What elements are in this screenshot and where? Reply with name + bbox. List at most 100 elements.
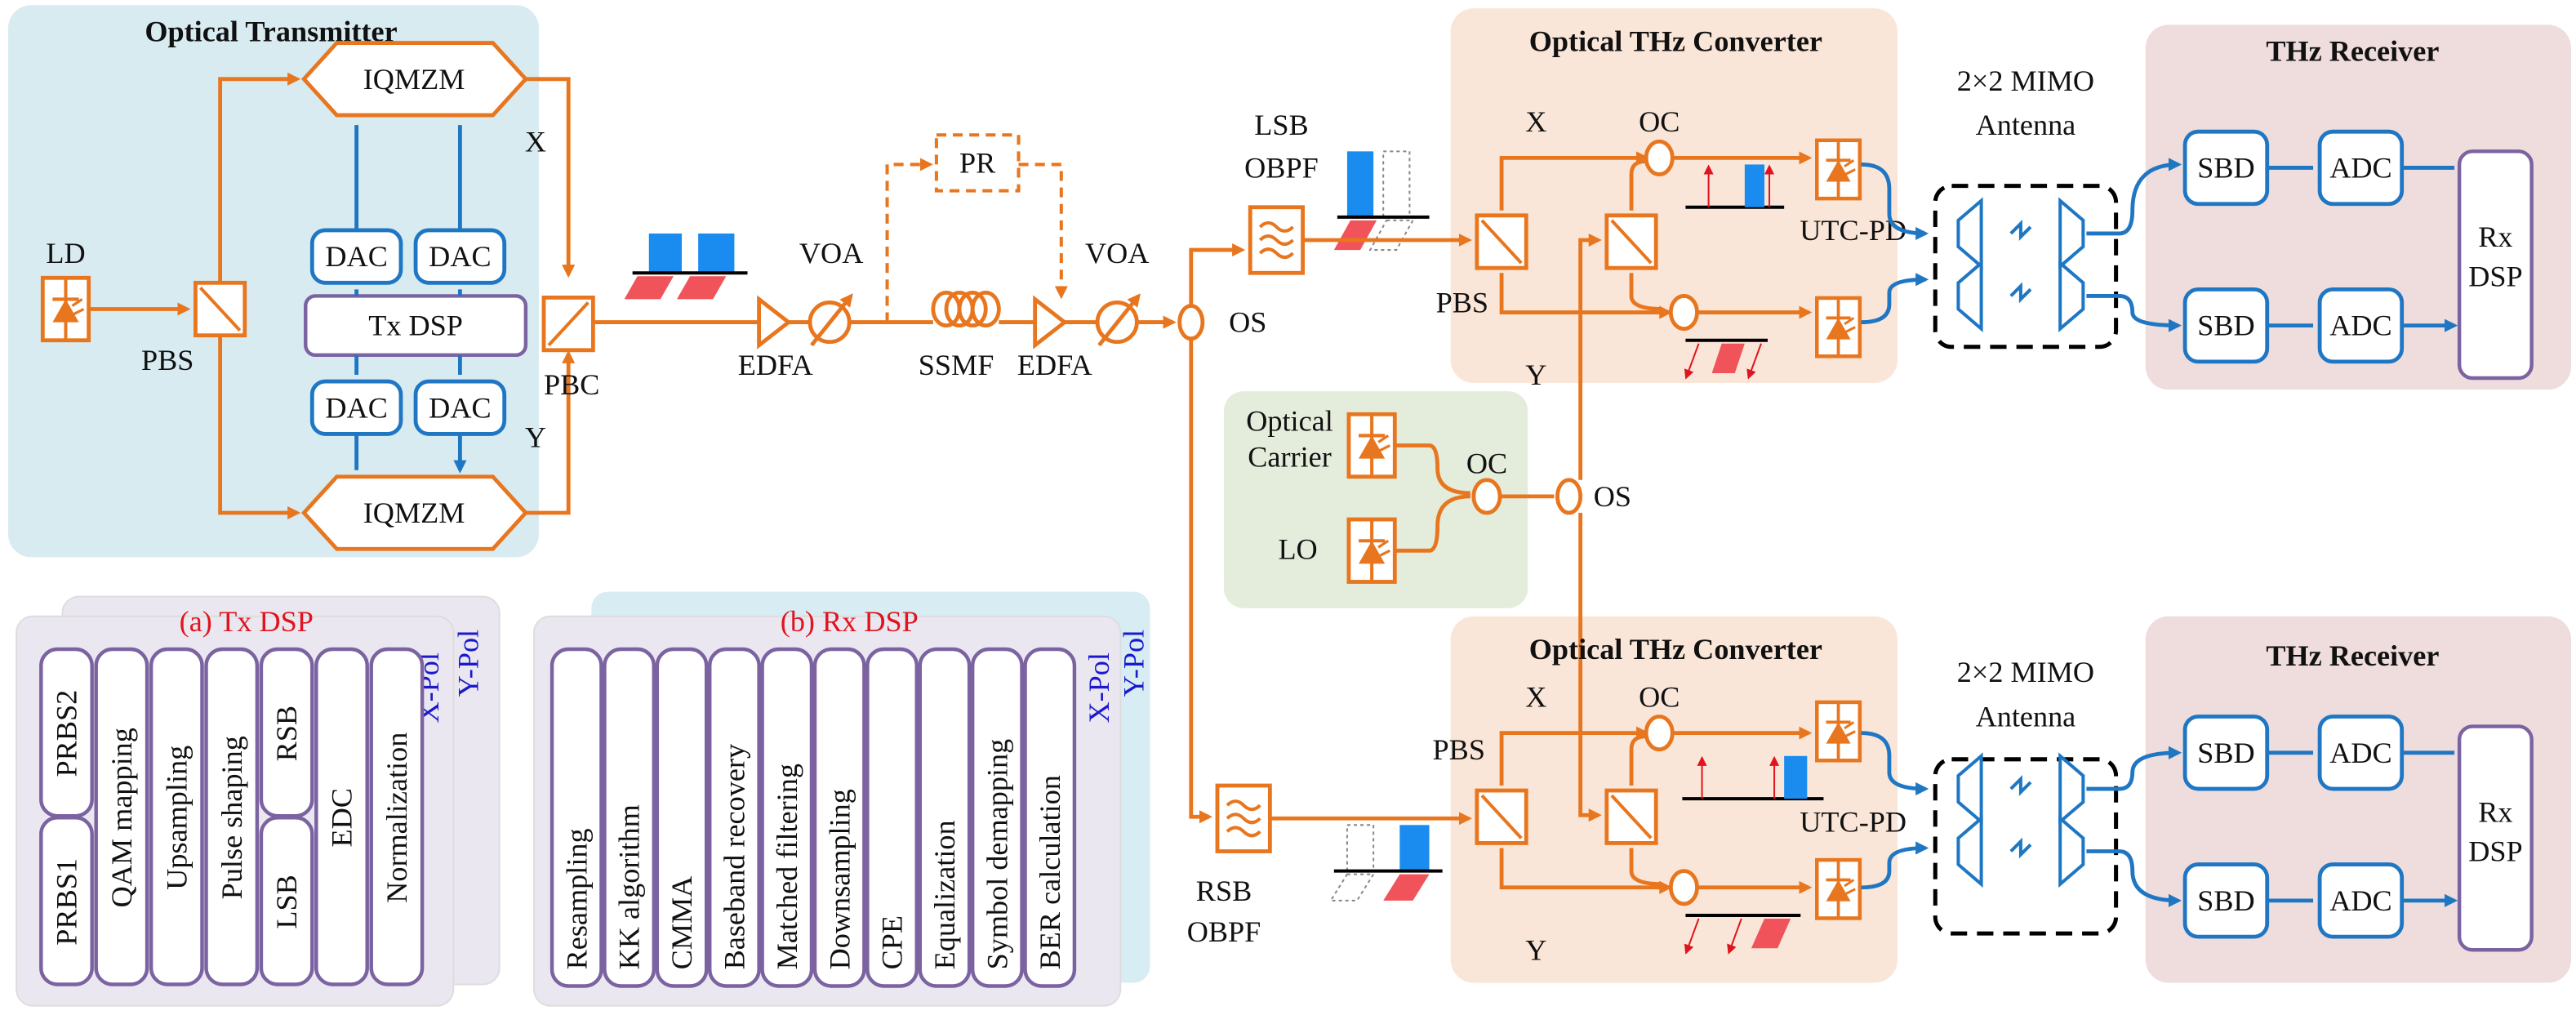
pbc-label: PBC [544,368,599,401]
tx-dsp-step [39,816,94,986]
tx-dsp-step-label: PRBS2 [51,690,83,777]
tx-dsp-step-label: LSB [270,875,303,928]
rx-dsp-step-label: Symbol demapping [981,739,1013,970]
x-label: X [1525,680,1546,713]
utc-pd-label: UTC-PD [1800,805,1906,838]
utc-pd-icon [1817,298,1860,356]
sbd-label: SBD [2197,737,2254,769]
sbd-label: SBD [2197,309,2254,342]
mimo-antenna-box [1933,757,2119,936]
pbs-label: PBS [141,344,194,376]
tx-dsp-panel-title: (a) Tx DSP [180,605,314,638]
voa-label: VOA [799,237,863,269]
rx-dsp-label: Rx [2478,795,2512,828]
tx-dsp-step [259,816,314,986]
optical-coupler-icon [1668,869,1699,906]
y-pol-label: Y-Pol [452,630,485,697]
converter-panel-top [1450,8,1898,384]
lo-laser-icon [1349,519,1395,581]
ssmf-label: SSMF [919,349,994,381]
obpf-label: OBPF [1187,915,1261,948]
optical-splitter-icon [1555,478,1583,515]
tx-dsp-step-label: Normalization [380,732,413,903]
optical-splitter-icon [1177,304,1205,341]
tx-dsp-step-label: Pulse shaping [216,736,248,899]
utc-pd-icon [1817,702,1860,760]
rx-dsp-label: DSP [2468,835,2522,868]
lsb-label: LSB [1254,109,1308,141]
pbs-icon [1607,790,1656,843]
pr-box [934,133,1021,193]
voa-label: VOA [1085,237,1149,269]
adc-label: ADC [2329,152,2391,185]
pbs-icon [195,283,244,335]
beat-spectrum-top [1685,164,1785,209]
pbs-label: PBS [1433,733,1485,766]
edfa-label: EDFA [738,349,813,381]
dac-label: DAC [429,391,491,424]
rx-dsp-step-label: Equalization [928,820,961,969]
tx-dsp-step [369,647,425,986]
dac-label: DAC [429,240,491,273]
rx-dsp-step-label: Resampling [560,828,593,969]
tx-spectrum [624,233,748,300]
optical-carrier-label: Optical [1246,404,1333,437]
rx-dsp-step [1023,647,1077,988]
receiver-title: THz Receiver [2266,35,2439,68]
antenna-icon [1958,263,2083,328]
laser-diode-icon [42,278,88,340]
lsb-spectrum [1333,150,1430,252]
os-label: OS [1594,480,1631,513]
rsb-obpf-icon [1217,786,1270,851]
rx-dsp-step [760,647,814,988]
edfa-label: EDFA [1017,349,1092,381]
rx-dsp-step [812,647,866,988]
dac-label: DAC [325,391,387,424]
rsb-spectrum [1328,824,1443,902]
rx-dsp-box [2457,724,2534,952]
iqmzm-top-label: IQMZM [363,63,465,96]
pbs-label: PBS [1436,287,1488,319]
antenna-icon [1958,756,2083,821]
pbs-icon [1477,790,1526,843]
rx-dsp-step-label: CPE [876,915,909,969]
tx-dsp-step-label: EDC [326,788,358,847]
dac-label: DAC [325,240,387,273]
oc-label: OC [1639,105,1680,138]
antenna-icon [1958,818,2083,884]
tx-dsp-box [304,294,528,358]
mimo-label: 2×2 MIMO [1957,656,2094,688]
tx-dsp-step [204,647,260,986]
pr-label: PR [959,146,996,179]
lo-label: LO [1278,532,1317,565]
antenna-label: Antenna [1976,109,2076,141]
rx-dsp-step-label: Baseband recovery [718,744,750,969]
rx-dsp-step [655,647,709,988]
y-pol-label: Y-Pol [1117,630,1150,697]
converter-title: Optical THz Converter [1529,25,1822,58]
iqmzm-bottom-label: IQMZM [363,496,465,529]
os-label: OS [1229,306,1266,339]
converter-panel-bottom [1450,616,1898,983]
rx-dsp-step-label: Downsampling [823,789,856,969]
sbd-label: SBD [2197,152,2254,185]
tx-dsp-step-label: QAM mapping [105,728,138,907]
rx-dsp-step-label: CMMA [665,876,698,970]
antenna-label: Antenna [1976,701,2076,733]
rx-dsp-step-label: BER calculation [1034,775,1066,969]
rx-dsp-step [549,647,603,988]
optical-coupler-icon [1644,139,1675,176]
y-label: Y [1525,358,1546,391]
rx-dsp-label: Rx [2478,220,2512,253]
utc-pd-icon [1817,860,1860,918]
tx-dsp-step-label: PRBS1 [51,858,83,946]
receiver-title: THz Receiver [2266,639,2439,672]
obpf-label: OBPF [1244,152,1319,185]
rx-dsp-step [708,647,761,988]
rx-dsp-label: DSP [2468,260,2522,292]
rsb-label: RSB [1196,875,1252,907]
oc-label: OC [1639,680,1680,713]
mimo-label: 2×2 MIMO [1957,65,2094,97]
optical-transmitter-panel [8,5,539,558]
